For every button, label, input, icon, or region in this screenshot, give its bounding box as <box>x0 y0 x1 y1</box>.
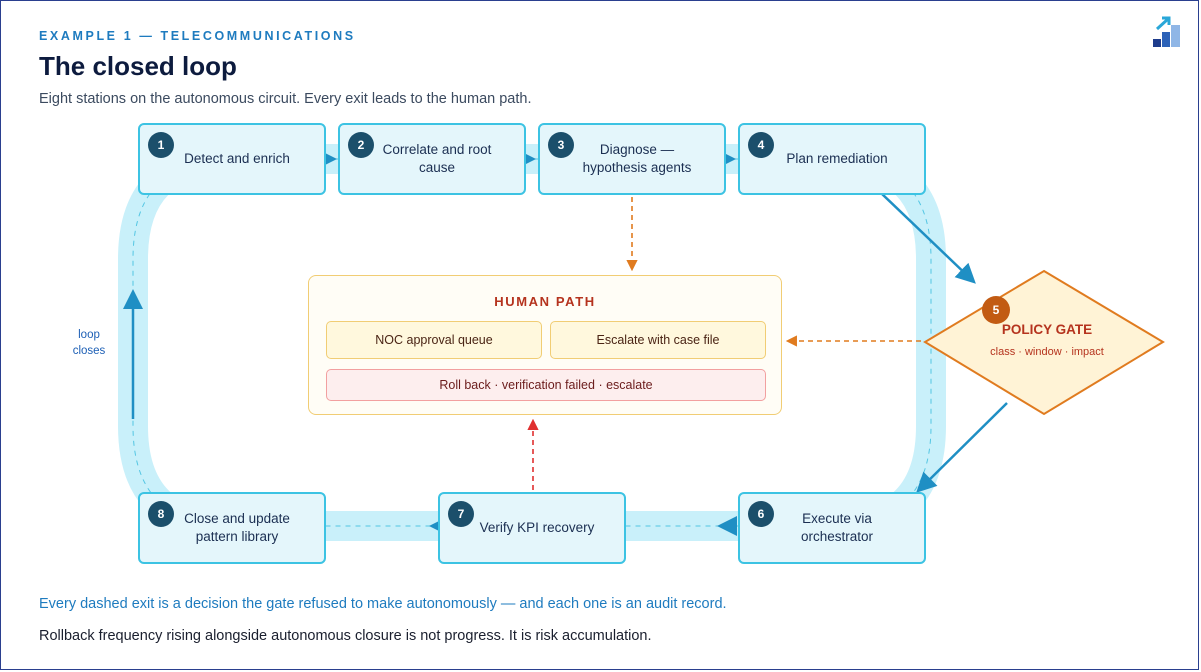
human-path-title: HUMAN PATH <box>494 294 596 309</box>
escalate-case-file: Escalate with case file <box>550 321 766 359</box>
station-number: 2 <box>348 132 374 158</box>
page-subtitle: Eight stations on the autonomous circuit… <box>39 91 532 107</box>
noc-approval-queue: NOC approval queue <box>326 321 542 359</box>
station-label: Execute via orchestrator <box>800 511 874 544</box>
station-number: 6 <box>748 501 774 527</box>
footnote-audit: Every dashed exit is a decision the gate… <box>39 596 727 612</box>
station-detect: 1 Detect and enrich <box>138 123 326 195</box>
gate-subtitle: class · window · impact <box>990 346 1104 358</box>
loop-centerline <box>132 158 932 527</box>
station-label: Verify KPI recovery <box>479 520 595 535</box>
station-label: Close and update pattern library <box>184 511 290 544</box>
eyebrow: EXAMPLE 1 — TELECOMMUNICATIONS <box>39 29 356 43</box>
station-label: Plan remediation <box>786 151 888 166</box>
station-verify: 7 Verify KPI recovery <box>438 492 626 564</box>
page-title: The closed loop <box>39 51 237 81</box>
station-label: Detect and enrich <box>184 151 290 166</box>
human-path-panel: HUMAN PATH NOC approval queue Escalate w… <box>308 275 782 415</box>
stairs-arrow-icon <box>1153 16 1180 47</box>
station-number: 3 <box>548 132 574 158</box>
station-number: 8 <box>148 501 174 527</box>
flow-arrow-gate-6 <box>916 402 1008 493</box>
station-close: 8 Close and update pattern library <box>138 492 326 564</box>
flow-arrow-4-gate <box>880 192 976 284</box>
station-plan: 4 Plan remediation <box>738 123 926 195</box>
station-label: Diagnose — hypothesis agents <box>582 142 692 175</box>
footnote-risk: Rollback frequency rising alongside auto… <box>39 628 652 644</box>
gate-title: POLICY GATE <box>1001 322 1093 337</box>
station-diagnose: 3 Diagnose — hypothesis agents <box>538 123 726 195</box>
station-label: Correlate and root cause <box>382 142 492 175</box>
station-number: 4 <box>748 132 774 158</box>
station-number: 1 <box>148 132 174 158</box>
station-number: 7 <box>448 501 474 527</box>
station-execute: 6 Execute via orchestrator <box>738 492 926 564</box>
loop-closes-label: loop closes <box>72 329 106 357</box>
station-correlate: 2 Correlate and root cause <box>338 123 526 195</box>
gate-number: 5 <box>982 296 1010 324</box>
policy-gate-diamond <box>923 269 1165 416</box>
rollback-box: Roll back · verification failed · escala… <box>326 369 766 401</box>
